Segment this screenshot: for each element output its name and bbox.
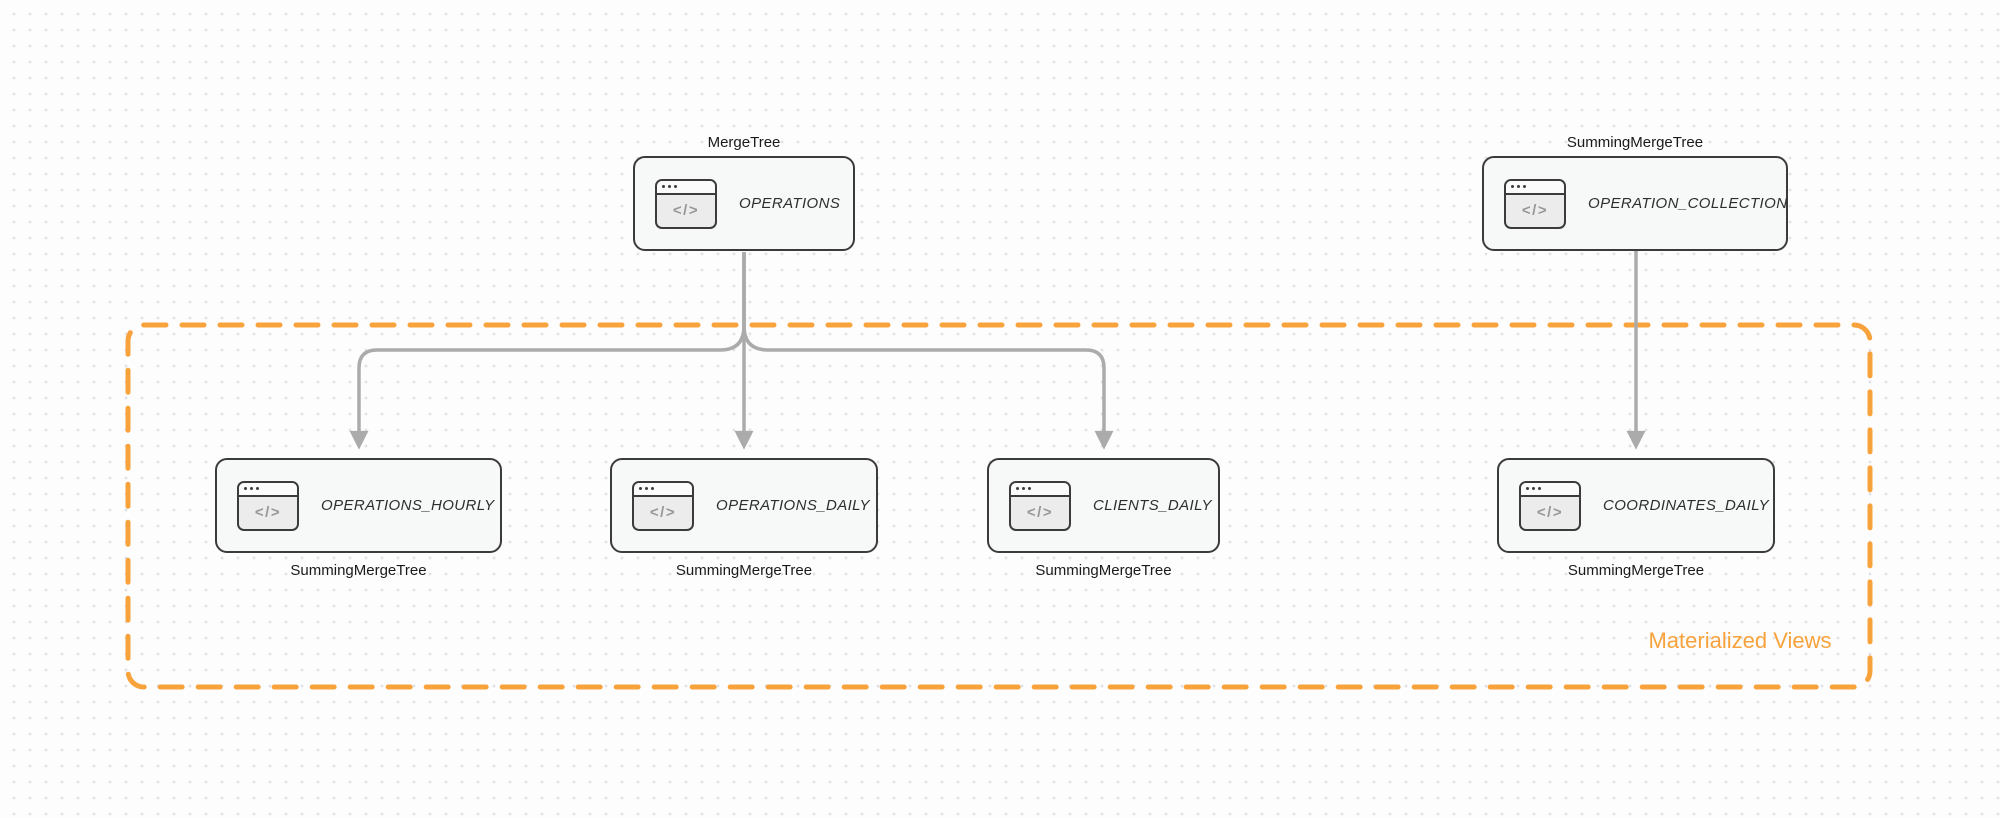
window-dots-icon bbox=[634, 482, 692, 497]
code-glyph: </> bbox=[672, 202, 700, 219]
node-operation-collection: SummingMergeTree </> OPERATION_COLLECTIO… bbox=[1482, 134, 1788, 251]
code-window-icon: </> bbox=[237, 480, 299, 531]
code-window-icon: </> bbox=[655, 178, 717, 229]
code-glyph: </> bbox=[254, 504, 282, 521]
node-clients-daily: </> CLIENTS_DAILY SummingMergeTree bbox=[987, 458, 1220, 579]
table-node-box[interactable]: </> OPERATIONS_HOURLY bbox=[215, 458, 502, 553]
window-dots-icon bbox=[239, 482, 297, 497]
code-glyph: </> bbox=[1026, 504, 1054, 521]
table-name: OPERATIONS_HOURLY bbox=[321, 497, 495, 514]
node-coordinates-daily: </> COORDINATES_DAILY SummingMergeTree bbox=[1497, 458, 1775, 579]
engine-label: SummingMergeTree bbox=[675, 562, 813, 579]
engine-label: SummingMergeTree bbox=[1567, 562, 1705, 579]
materialized-views-group-rect bbox=[125, 322, 1873, 690]
code-glyph: </> bbox=[1536, 504, 1564, 521]
node-operations-daily: </> OPERATIONS_DAILY SummingMergeTree bbox=[610, 458, 878, 579]
window-dots-icon bbox=[1506, 180, 1564, 195]
engine-label: SummingMergeTree bbox=[290, 562, 427, 579]
code-window-icon: </> bbox=[1519, 480, 1581, 531]
engine-label: SummingMergeTree bbox=[1035, 562, 1172, 579]
table-node-box[interactable]: </> OPERATIONS bbox=[633, 156, 855, 251]
edge-operations-to-clients-daily bbox=[742, 252, 1114, 450]
code-window-icon: </> bbox=[1009, 480, 1071, 531]
table-name: COORDINATES_DAILY bbox=[1603, 497, 1770, 514]
table-name: OPERATION_COLLECTION bbox=[1588, 195, 1788, 212]
window-dots-icon bbox=[657, 180, 715, 195]
node-operations-hourly: </> OPERATIONS_HOURLY SummingMergeTree bbox=[215, 458, 502, 579]
table-name: CLIENTS_DAILY bbox=[1093, 497, 1212, 514]
code-window-icon: </> bbox=[632, 480, 694, 531]
engine-label: SummingMergeTree bbox=[1566, 134, 1704, 151]
code-glyph: </> bbox=[1521, 202, 1549, 219]
table-name: OPERATIONS_DAILY bbox=[716, 497, 870, 514]
window-dots-icon bbox=[1521, 482, 1579, 497]
node-operations: MergeTree </> OPERATIONS bbox=[633, 134, 855, 251]
engine-label: MergeTree bbox=[707, 134, 781, 151]
table-node-box[interactable]: </> COORDINATES_DAILY bbox=[1497, 458, 1775, 553]
code-window-icon: </> bbox=[1504, 178, 1566, 229]
table-node-box[interactable]: </> CLIENTS_DAILY bbox=[987, 458, 1220, 553]
edge-operations-to-operations-hourly bbox=[349, 252, 746, 450]
table-node-box[interactable]: </> OPERATION_COLLECTION bbox=[1482, 156, 1788, 251]
table-name: OPERATIONS bbox=[739, 195, 841, 212]
materialized-views-label: Materialized Views bbox=[1648, 628, 1832, 653]
window-dots-icon bbox=[1011, 482, 1069, 497]
code-glyph: </> bbox=[649, 504, 677, 521]
table-node-box[interactable]: </> OPERATIONS_DAILY bbox=[610, 458, 878, 553]
